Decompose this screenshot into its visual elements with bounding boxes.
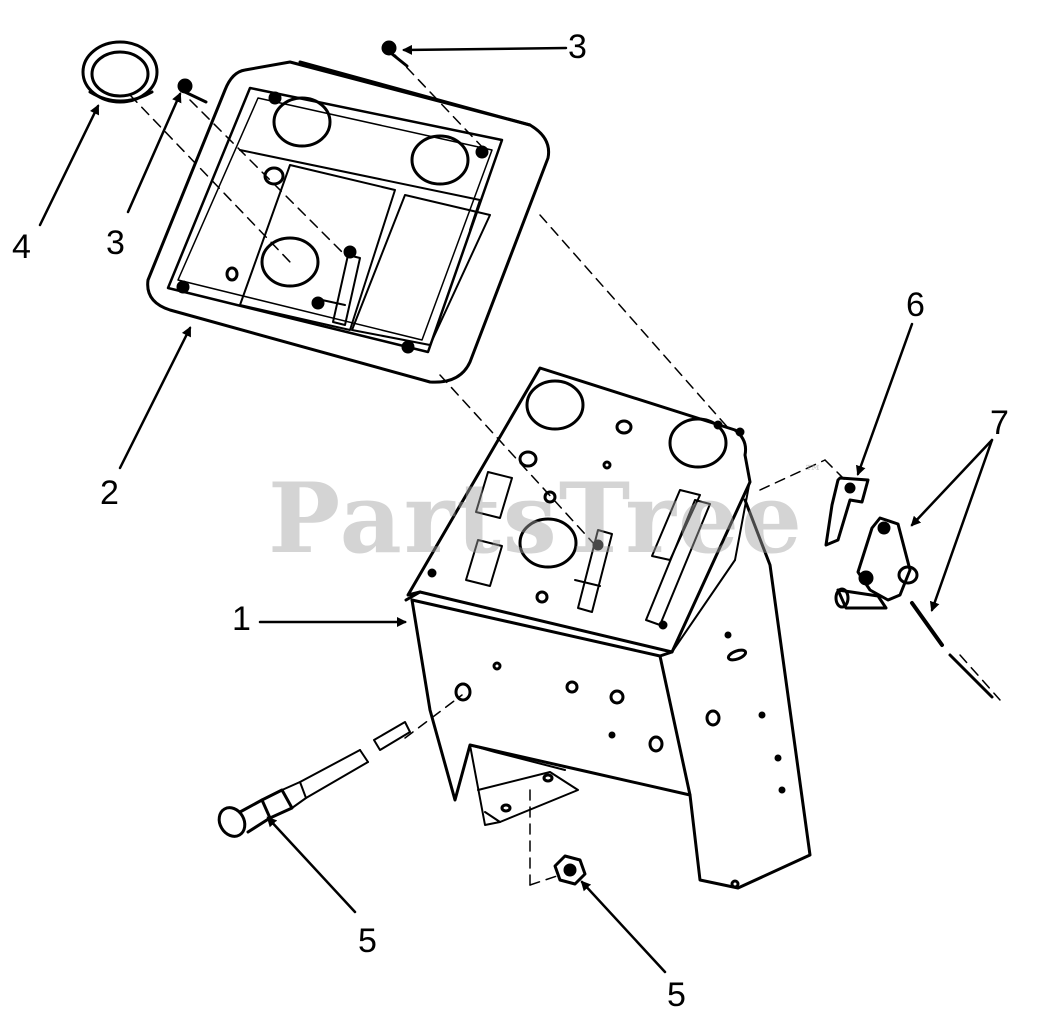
screw-part-3-left [177,78,208,104]
lever-part-7 [834,516,919,610]
dash-panel-housing-part-2 [146,60,551,384]
leader-2 [118,326,192,470]
hex-nut-part-5 [553,854,587,886]
leader-arrows [38,44,994,974]
assembly-guide-lines [129,54,1001,886]
leader-3-right [402,44,568,55]
leader-7-b [929,438,994,612]
bracket-part-6 [824,476,870,547]
leader-4 [38,104,100,227]
callout-7: 7 [990,404,1009,442]
callout-6: 6 [906,286,925,324]
callout-3-right: 3 [568,28,587,66]
screw-part-3-right [381,40,409,68]
grommet-ring-part-4 [81,40,159,104]
callout-3-left: 3 [106,224,125,262]
leader-6 [856,322,914,476]
callout-2: 2 [100,474,119,512]
callout-4: 4 [12,228,31,266]
callout-1: 1 [232,600,251,638]
callout-5-right: 5 [667,976,686,1014]
spring-part-7 [910,601,994,699]
leader-5-left [266,816,357,914]
choke-cable-part-5 [217,721,411,838]
dash-tower-part-1 [404,366,812,890]
leader-7-a [910,438,994,527]
leader-5-right [580,880,667,974]
leader-3-left [126,92,182,214]
callout-5-left: 5 [358,922,377,960]
